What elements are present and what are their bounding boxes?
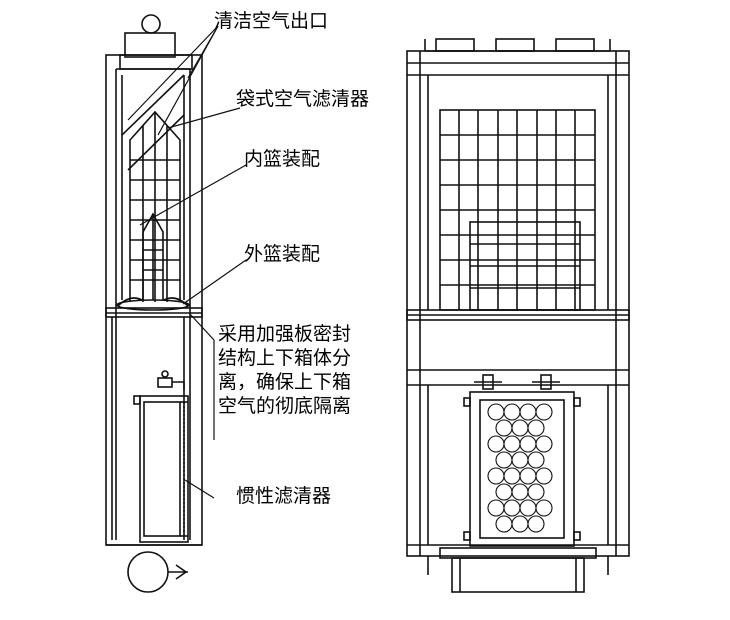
separation-note-line-4: 空气的彻底隔离 [218,395,352,417]
bottom-outlet-box [451,557,585,593]
label-inner-basket: 内篮装配 [244,148,321,170]
separation-note-line-1: 采用加强板密封 [218,323,352,345]
inertial-filter-block [139,395,189,543]
top-flange-3 [555,38,595,52]
bottom-outlet [127,551,169,593]
tube-bank [487,403,553,533]
separation-note-line-3: 离，确保上下箱 [218,371,352,393]
inertial-filter-bank [469,391,575,547]
label-outer-basket: 外篮装配 [244,243,321,265]
label-bag-air-filter: 袋式空气滤清器 [236,88,370,110]
side-section-view [105,14,203,593]
leader-lines [127,25,247,499]
lifting-ring [141,14,161,34]
separation-note: 采用加强板密封 结构上下箱体分 离，确保上下箱 空气的彻底隔离 [218,322,351,418]
label-clean-air-outlet: 清洁空气出口 [214,10,329,32]
top-flange-1 [435,38,475,52]
top-flange-2 [495,38,535,52]
front-housing [406,50,630,557]
label-inertial-filter: 惯性滤清器 [236,485,332,507]
top-cap [124,32,176,58]
front-view [406,38,630,593]
separation-note-line-2: 结构上下箱体分 [218,347,352,369]
